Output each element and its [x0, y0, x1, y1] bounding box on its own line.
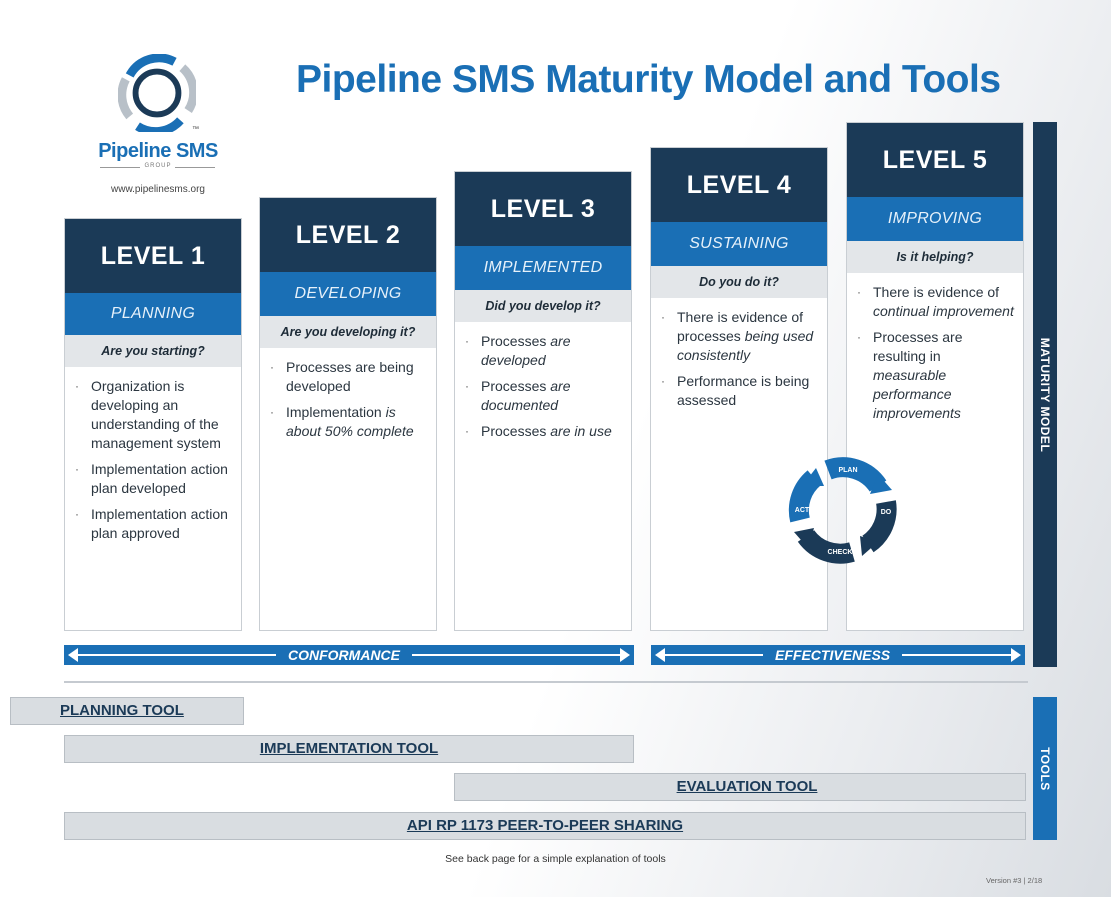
level-stage: IMPROVING: [847, 197, 1023, 241]
website-url[interactable]: www.pipelinesms.org: [111, 184, 205, 195]
level-heading: LEVEL 3: [455, 172, 631, 246]
bullet-text: There is evidence of continual improveme…: [873, 284, 1014, 319]
bullet-item: · There is evidence of continual improvem…: [857, 283, 1015, 321]
level-2-column: LEVEL 2 DEVELOPING Are you developing it…: [259, 197, 437, 631]
bullet-dot-icon: ·: [270, 405, 274, 419]
bullet-dot-icon: ·: [661, 374, 665, 388]
logo-rule: [175, 167, 215, 168]
bullet-item: · Processes are developed: [465, 332, 623, 370]
bullet-item: · Performance is being assessed: [661, 372, 819, 410]
level-heading: LEVEL 5: [847, 123, 1023, 197]
bullet-text: Processes are developed: [481, 333, 571, 368]
footer-note: See back page for a simple explanation o…: [445, 853, 666, 865]
bullet-item: · Processes are in use: [465, 422, 623, 441]
logo-rule: [100, 167, 140, 168]
bullet-text: Implementation action plan approved: [91, 506, 228, 541]
level-bullets: · Processes are developed · Processes are d…: [455, 322, 631, 441]
bullet-text: Implementation action plan developed: [91, 461, 228, 496]
bullet-item: · Implementation action plan approved: [75, 505, 233, 543]
level-bullets: · There is evidence of processes being us…: [651, 298, 827, 410]
pdca-act-label: ACT: [795, 507, 810, 514]
conformance-arrow: CONFORMANCE: [64, 645, 634, 665]
level-question: Do you do it?: [651, 266, 827, 298]
planning-tool-bar[interactable]: PLANNING TOOL: [10, 697, 244, 725]
level-5-column: LEVEL 5 IMPROVING Is it helping? · There …: [846, 122, 1024, 631]
level-heading: LEVEL 4: [651, 148, 827, 222]
bullet-text: Organization is developing an understand…: [91, 378, 221, 451]
bullet-item: · Processes are being developed: [270, 358, 428, 396]
bullet-text: There is evidence of processes being use…: [677, 309, 814, 363]
conformance-label: CONFORMANCE: [276, 645, 412, 665]
bullet-text: Performance is being assessed: [677, 373, 810, 408]
bullet-dot-icon: ·: [465, 379, 469, 393]
bullet-item: · Implementation is about 50% complete: [270, 403, 428, 441]
level-4-column: LEVEL 4 SUSTAINING Do you do it? · There …: [650, 147, 828, 631]
bullet-dot-icon: ·: [75, 507, 79, 521]
pdca-check-label: CHECK: [828, 549, 853, 556]
bullet-dot-icon: ·: [661, 310, 665, 324]
page-title: Pipeline SMS Maturity Model and Tools: [296, 58, 1001, 101]
section-divider: [64, 681, 1028, 683]
evaluation-tool-bar[interactable]: EVALUATION TOOL: [454, 773, 1026, 801]
maturity-model-text: MATURITY MODEL: [1038, 337, 1052, 452]
level-question: Are you starting?: [65, 335, 241, 367]
level-question: Is it helping?: [847, 241, 1023, 273]
bullet-text: Processes are documented: [481, 378, 571, 413]
version-label: Version #3 | 2/18: [986, 876, 1043, 885]
bullet-item: · Processes are resulting in measurable p…: [857, 328, 1015, 423]
level-stage: PLANNING: [65, 293, 241, 335]
bullet-text: Implementation is about 50% complete: [286, 404, 414, 439]
bullet-item: · Processes are documented: [465, 377, 623, 415]
bullet-item: · Implementation action plan developed: [75, 460, 233, 498]
level-question: Are you developing it?: [260, 316, 436, 348]
level-heading: LEVEL 1: [65, 219, 241, 293]
bullet-dot-icon: ·: [465, 334, 469, 348]
effectiveness-label: EFFECTIVENESS: [763, 645, 903, 665]
level-stage: SUSTAINING: [651, 222, 827, 266]
pdca-do-label: DO: [881, 509, 892, 516]
level-bullets: · There is evidence of continual improvem…: [847, 273, 1023, 423]
bullet-text: Processes are being developed: [286, 359, 414, 394]
peer-sharing-tool-bar[interactable]: API RP 1173 PEER-TO-PEER SHARING: [64, 812, 1026, 840]
level-3-column: LEVEL 3 IMPLEMENTED Did you develop it? …: [454, 171, 632, 631]
effectiveness-arrow: EFFECTIVENESS: [651, 645, 1025, 665]
level-stage: IMPLEMENTED: [455, 246, 631, 290]
bullet-dot-icon: ·: [857, 285, 861, 299]
bullet-text: Processes are resulting in measurable pe…: [873, 329, 963, 421]
logo-trademark: ™: [192, 126, 199, 133]
level-stage: DEVELOPING: [260, 272, 436, 316]
bullet-item: · There is evidence of processes being us…: [661, 308, 819, 365]
level-question: Did you develop it?: [455, 290, 631, 322]
bullet-text: Processes are in use: [481, 423, 612, 439]
bullet-dot-icon: ·: [270, 360, 274, 374]
bullet-dot-icon: ·: [857, 330, 861, 344]
pdca-plan-label: PLAN: [838, 467, 857, 474]
logo-subtitle: GROUP: [144, 163, 172, 169]
bullet-dot-icon: ·: [465, 424, 469, 438]
level-1-column: LEVEL 1 PLANNING Are you starting? · Orga…: [64, 218, 242, 631]
level-bullets: · Processes are being developed · Implement…: [260, 348, 436, 441]
pdca-cycle-icon: PLAN DO CHECK ACT: [788, 457, 897, 564]
tools-side-label: TOOLS: [1033, 697, 1057, 840]
bullet-item: · Organization is developing an understan…: [75, 377, 233, 453]
level-heading: LEVEL 2: [260, 198, 436, 272]
tools-text: TOOLS: [1038, 746, 1052, 791]
pipeline-sms-logo-icon: [118, 54, 196, 132]
level-bullets: · Organization is developing an understan…: [65, 367, 241, 543]
bullet-dot-icon: ·: [75, 379, 79, 393]
pdca-plan-segment: [824, 457, 887, 492]
logo-wordmark: Pipeline SMS: [98, 140, 218, 162]
implementation-tool-bar[interactable]: IMPLEMENTATION TOOL: [64, 735, 634, 763]
bullet-dot-icon: ·: [75, 462, 79, 476]
maturity-model-side-label: MATURITY MODEL: [1033, 122, 1057, 667]
